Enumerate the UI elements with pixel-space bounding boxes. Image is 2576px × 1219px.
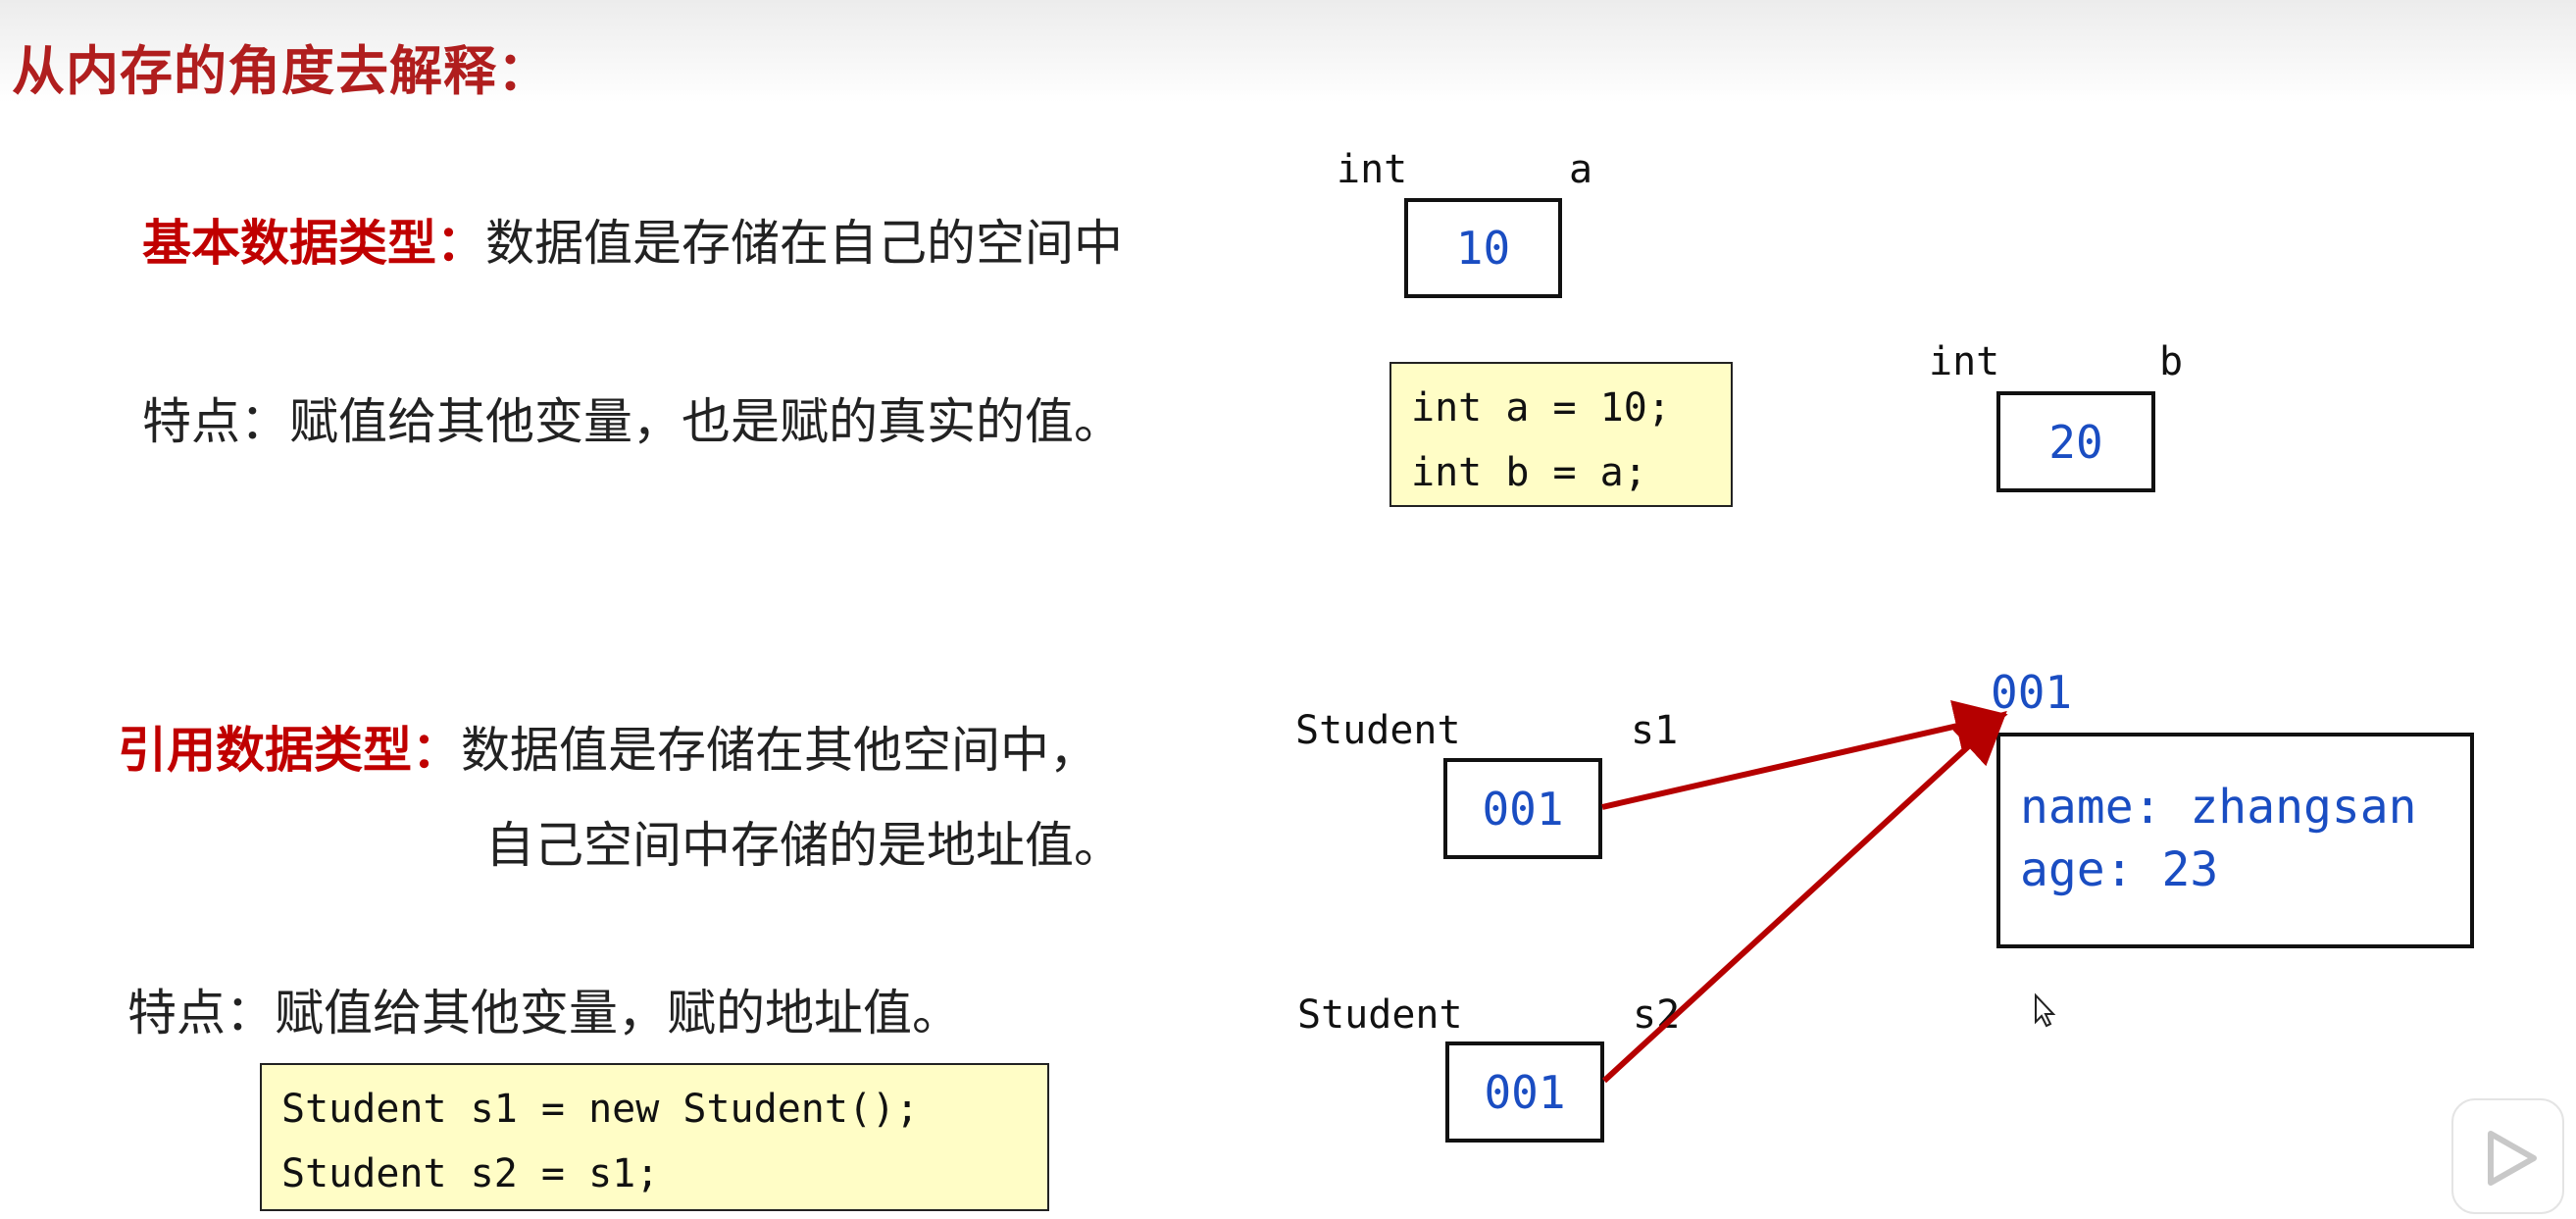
object-box: name: zhangsan age: 23 [1996,733,2474,948]
var-b-name: b [2159,339,2184,384]
primitive-desc: 数据值是存储在自己的空间中 [485,215,1123,272]
reference-desc-line-1: 数据值是存储在其他空间中， [461,722,1098,779]
reference-desc-line-2: 自己空间中存储的是地址值。 [485,817,1123,874]
var-b-type: int [1929,339,2000,384]
reference-code-block: Student s1 = new Student(); Student s2 =… [260,1063,1049,1211]
var-a-name: a [1569,147,1593,192]
primitive-label: 基本数据类型： [142,215,485,272]
primitive-heading: 基本数据类型：数据值是存储在自己的空间中 [142,204,1123,275]
var-s2-value: 001 [1484,1065,1566,1119]
play-button[interactable] [2451,1098,2564,1214]
reference-code-line-2: Student s2 = s1; [281,1151,660,1196]
reference-feature: 特点：赋值给其他变量，赋的地址值。 [127,985,961,1041]
play-icon [2488,1131,2537,1186]
arrow-s1-to-object [1601,700,2008,810]
var-s1-name: s1 [1631,708,1679,753]
object-field-name: name: zhangsan [2020,780,2417,835]
var-b-value: 20 [2048,415,2103,469]
arrow-s2-to-object [1601,710,2007,1084]
primitive-code-line-2: int b = a; [1411,450,1647,495]
var-s1-box: 001 [1443,758,1602,859]
var-s2-type: Student [1297,992,1463,1038]
var-s2-box: 001 [1445,1041,1604,1143]
var-a-box: 10 [1404,198,1562,298]
cursor-icon [2035,992,2056,1028]
reference-label: 引用数据类型： [118,722,461,779]
header-band [0,0,2576,103]
var-s1-type: Student [1295,708,1461,753]
primitive-feature: 特点：赋值给其他变量，也是赋的真实的值。 [142,393,1123,450]
object-field-age: age: 23 [2020,842,2219,897]
primitive-code-line-1: int a = 10; [1411,385,1671,431]
var-a-type: int [1337,147,1408,192]
slide-title: 从内存的角度去解释： [12,40,551,102]
reference-heading: 引用数据类型：数据值是存储在其他空间中， [118,711,1098,782]
reference-code-line-1: Student s1 = new Student(); [281,1087,920,1132]
var-a-value: 10 [1455,222,1511,275]
var-b-box: 20 [1996,391,2155,492]
var-s1-value: 001 [1482,782,1564,836]
primitive-code-block: int a = 10; int b = a; [1389,362,1733,507]
